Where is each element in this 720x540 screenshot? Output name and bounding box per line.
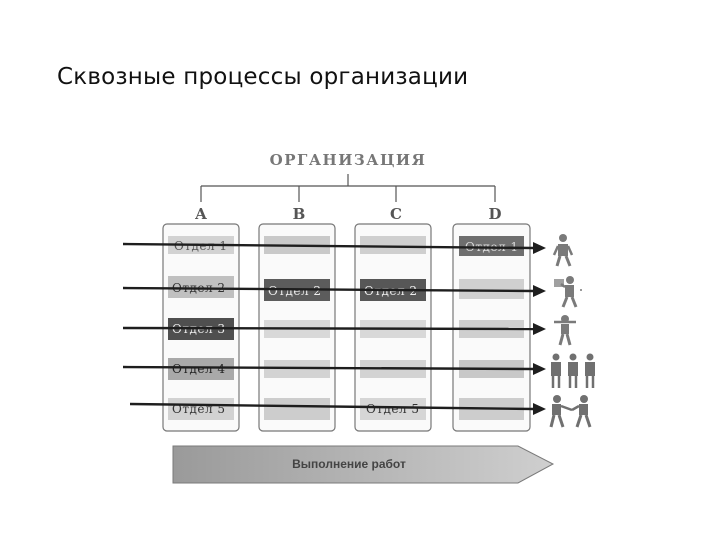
person-arms-out-icon <box>554 315 576 346</box>
column-letter-c: C <box>390 205 402 223</box>
process-arrow-2 <box>122 285 546 297</box>
work-execution-label: Выполнение работ <box>292 457 406 471</box>
process-arrow-4 <box>122 363 546 375</box>
cell-c1 <box>360 236 426 254</box>
cell-label-a4: Отдел 4 <box>172 362 226 376</box>
column-letter-d: D <box>488 205 501 223</box>
cell-d2 <box>459 279 524 299</box>
cell-a2 <box>168 276 234 298</box>
column-letter-b: B <box>293 205 306 223</box>
group-of-people-icon <box>551 353 595 388</box>
cell-c5 <box>360 398 426 420</box>
cell-label-c5: Отдел 5 <box>366 402 420 416</box>
cell-d1 <box>459 236 524 256</box>
process-arrow-1 <box>122 242 546 254</box>
cell-b5 <box>264 398 330 420</box>
cell-a4 <box>168 358 234 380</box>
person-carrying-box-icon <box>554 276 582 308</box>
org-bracket <box>200 174 496 202</box>
column-letter-a: A <box>194 205 207 223</box>
work-execution-arrow: Выполнение работ <box>172 445 555 484</box>
slide-title: Сквозные процессы организации <box>57 64 469 90</box>
walking-person-icon <box>552 234 574 267</box>
process-arrow-3 <box>122 323 546 335</box>
organization-label: ОРГАНИЗАЦИЯ <box>270 151 427 169</box>
people-handshake-icon <box>549 395 592 428</box>
cell-label-b2: Отдел 2 <box>268 284 322 298</box>
cell-label-a1: Отдел 1 <box>174 239 228 253</box>
process-arrow-5 <box>129 402 546 415</box>
